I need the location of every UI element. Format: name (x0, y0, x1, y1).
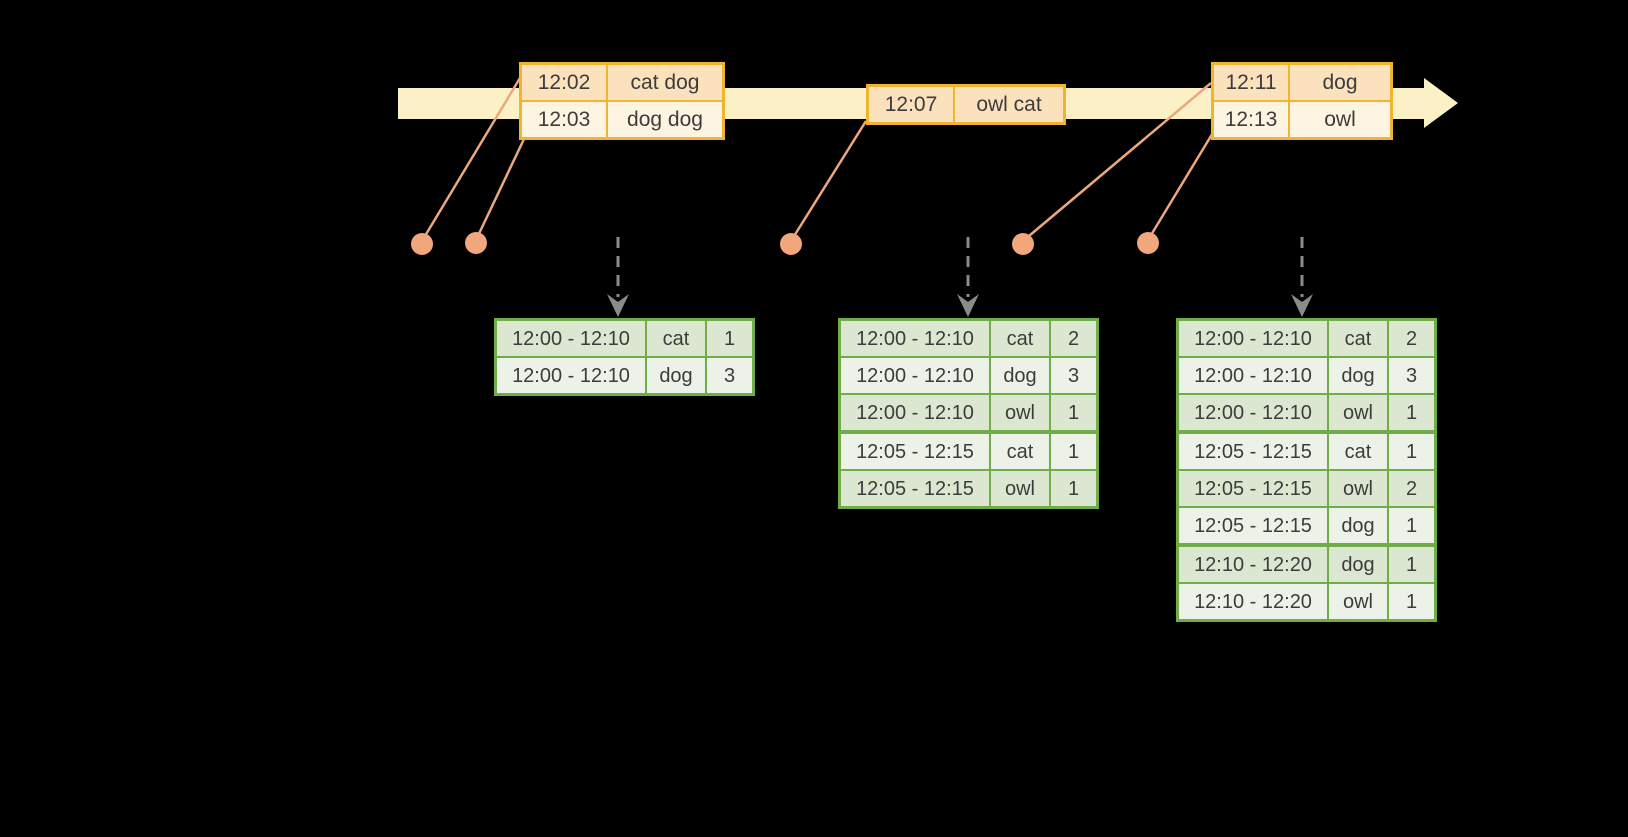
event-words-cell: dog (1322, 71, 1358, 94)
window-cell: 12:05 - 12:15 (856, 477, 974, 500)
window-cell: 12:10 - 12:20 (1194, 553, 1312, 576)
count-cell: 1 (1387, 395, 1434, 430)
event-row: 12:13 owl (1214, 100, 1390, 137)
word-cell: dog (989, 358, 1049, 393)
event-connector-line (789, 120, 868, 242)
count-cell: 3 (1387, 358, 1434, 393)
word-cell: dog (1327, 547, 1387, 582)
window-cell: 12:00 - 12:10 (1194, 364, 1312, 387)
event-box: 12:11 dog 12:13 owl (1211, 62, 1393, 140)
count-cell: 1 (1387, 547, 1434, 582)
count-cell: 1 (1049, 434, 1096, 469)
count-cell: 2 (1387, 471, 1434, 506)
event-dot (1137, 232, 1159, 254)
window-cell: 12:00 - 12:10 (856, 401, 974, 424)
event-dot (1012, 233, 1034, 255)
table-row: 12:05 - 12:15 cat 1 (1179, 430, 1434, 469)
event-dot (411, 233, 433, 255)
table-row: 12:00 - 12:10 dog 3 (1179, 356, 1434, 393)
window-cell: 12:05 - 12:15 (1194, 477, 1312, 500)
window-cell: 12:05 - 12:15 (856, 440, 974, 463)
count-cell: 3 (705, 358, 752, 393)
table-row: 12:05 - 12:15 dog 1 (1179, 506, 1434, 543)
event-row: 12:07 owl cat (869, 87, 1063, 122)
window-cell: 12:00 - 12:10 (1194, 327, 1312, 350)
word-cell: cat (1327, 321, 1387, 356)
count-cell: 1 (1049, 395, 1096, 430)
count-cell: 1 (1049, 471, 1096, 506)
event-connector-line (1022, 82, 1212, 242)
event-time-cell: 12:11 (1214, 65, 1290, 100)
trigger-arrowhead (607, 294, 629, 317)
window-cell: 12:00 - 12:10 (512, 364, 630, 387)
trigger-arrows (607, 237, 1313, 317)
trigger-arrowhead (957, 294, 979, 317)
trigger-arrowhead (1291, 294, 1313, 317)
window-cell: 12:00 - 12:10 (512, 327, 630, 350)
event-time-cell: 12:13 (1214, 102, 1290, 137)
event-connector-line (420, 77, 522, 242)
table-row: 12:00 - 12:10 cat 2 (1179, 321, 1434, 356)
word-cell: owl (1327, 584, 1387, 619)
event-words-cell: dog dog (627, 108, 703, 131)
word-cell: dog (1327, 508, 1387, 543)
table-row: 12:00 - 12:10 owl 1 (1179, 393, 1434, 430)
result-table: 12:00 - 12:10 cat 2 12:00 - 12:10 dog 3 … (838, 318, 1099, 509)
table-row: 12:05 - 12:15 owl 1 (841, 469, 1096, 506)
event-connector-line (474, 138, 526, 241)
event-dots (411, 232, 1159, 255)
word-cell: owl (1327, 395, 1387, 430)
word-cell: cat (1327, 434, 1387, 469)
window-cell: 12:00 - 12:10 (856, 364, 974, 387)
window-cell: 12:10 - 12:20 (1194, 590, 1312, 613)
count-cell: 2 (1387, 321, 1434, 356)
count-cell: 1 (1387, 508, 1434, 543)
result-table: 12:00 - 12:10 cat 1 12:00 - 12:10 dog 3 (494, 318, 755, 396)
table-row: 12:00 - 12:10 owl 1 (841, 393, 1096, 430)
word-cell: cat (989, 434, 1049, 469)
word-cell: dog (1327, 358, 1387, 393)
event-time-cell: 12:02 (522, 65, 608, 100)
event-row: 12:02 cat dog (522, 65, 722, 100)
event-words-cell: owl (1324, 108, 1356, 131)
result-table: 12:00 - 12:10 cat 2 12:00 - 12:10 dog 3 … (1176, 318, 1437, 622)
table-row: 12:00 - 12:10 dog 3 (497, 356, 752, 393)
count-cell: 2 (1049, 321, 1096, 356)
count-cell: 1 (705, 321, 752, 356)
event-dot (465, 232, 487, 254)
table-row: 12:05 - 12:15 cat 1 (841, 430, 1096, 469)
event-box: 12:02 cat dog 12:03 dog dog (519, 62, 725, 140)
window-cell: 12:00 - 12:10 (1194, 401, 1312, 424)
event-words-cell: cat dog (630, 71, 700, 94)
count-cell: 1 (1387, 434, 1434, 469)
table-row: 12:05 - 12:15 owl 2 (1179, 469, 1434, 506)
table-row: 12:10 - 12:20 owl 1 (1179, 582, 1434, 619)
count-cell: 3 (1049, 358, 1096, 393)
event-words-cell: owl cat (976, 93, 1042, 116)
table-row: 12:00 - 12:10 cat 2 (841, 321, 1096, 356)
event-connector-lines (420, 77, 1216, 242)
word-cell: owl (989, 395, 1049, 430)
table-row: 12:00 - 12:10 cat 1 (497, 321, 752, 356)
event-row: 12:03 dog dog (522, 100, 722, 137)
window-cell: 12:05 - 12:15 (1194, 514, 1312, 537)
word-cell: cat (645, 321, 705, 356)
event-time-cell: 12:07 (869, 87, 955, 122)
event-box: 12:07 owl cat (866, 84, 1066, 125)
word-cell: dog (645, 358, 705, 393)
event-connector-line (1146, 130, 1216, 241)
window-cell: 12:00 - 12:10 (856, 327, 974, 350)
word-cell: owl (989, 471, 1049, 506)
event-dot (780, 233, 802, 255)
timeline-arrowhead (1424, 78, 1458, 128)
event-time-cell: 12:03 (522, 102, 608, 137)
word-cell: cat (989, 321, 1049, 356)
event-row: 12:11 dog (1214, 65, 1390, 100)
table-row: 12:00 - 12:10 dog 3 (841, 356, 1096, 393)
window-cell: 12:05 - 12:15 (1194, 440, 1312, 463)
count-cell: 1 (1387, 584, 1434, 619)
word-cell: owl (1327, 471, 1387, 506)
table-row: 12:10 - 12:20 dog 1 (1179, 543, 1434, 582)
